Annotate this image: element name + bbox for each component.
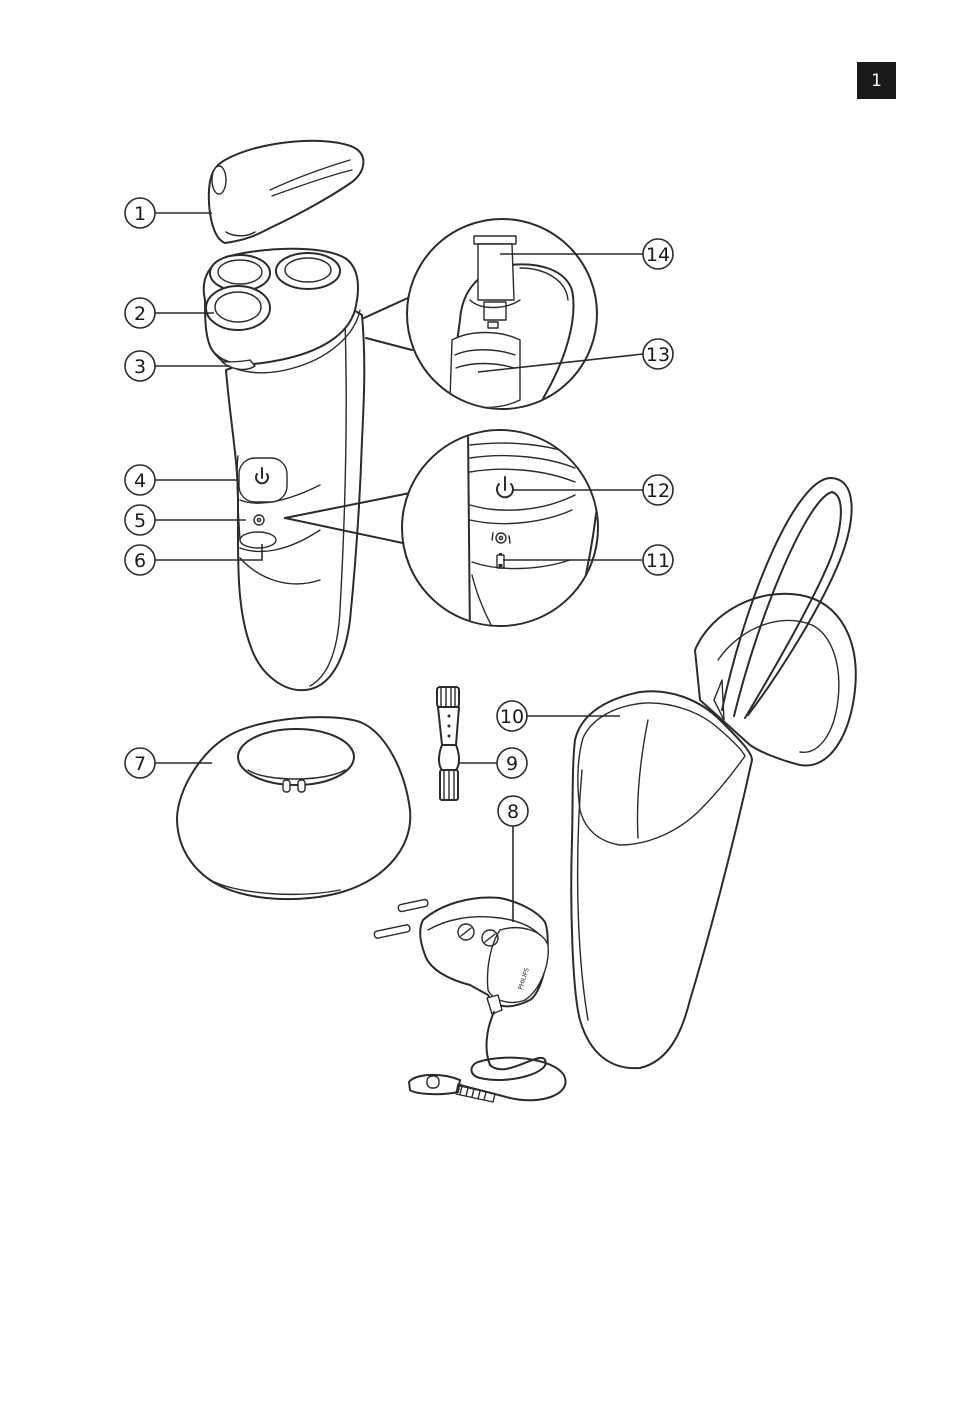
callout-10: 10 <box>497 701 527 731</box>
callout-8: 8 <box>498 796 528 826</box>
callout-12: 12 <box>643 475 673 505</box>
power-adapter: PHILIPS <box>374 897 566 1102</box>
callout-2: 2 <box>125 298 155 328</box>
callout-label: 13 <box>646 344 670 366</box>
callout-label: 4 <box>134 470 146 492</box>
callout-3: 3 <box>125 351 155 381</box>
callout-label: 5 <box>134 510 146 532</box>
callout-7: 7 <box>125 748 155 778</box>
callout-label: 9 <box>506 753 518 775</box>
callout-4: 4 <box>125 465 155 495</box>
cleaning-brush <box>437 687 459 800</box>
callout-label: 12 <box>646 480 670 502</box>
callout-label: 2 <box>134 303 146 325</box>
zoom-control-panel-detail <box>402 430 600 640</box>
callout-label: 3 <box>134 356 146 378</box>
callout-label: 7 <box>134 753 146 775</box>
callout-label: 8 <box>507 801 519 823</box>
callout-6: 6 <box>125 545 155 575</box>
callout-5: 5 <box>125 505 155 535</box>
callout-label: 11 <box>646 550 670 572</box>
callout-label: 6 <box>134 550 146 572</box>
zoom-trimmer-detail <box>407 219 597 430</box>
travel-pouch <box>571 478 855 1068</box>
callout-label: 1 <box>134 203 146 225</box>
callout-13: 13 <box>643 339 673 369</box>
callout-label: 10 <box>500 706 524 728</box>
callout-label: 14 <box>646 244 670 266</box>
charging-stand <box>177 717 410 899</box>
callout-11: 11 <box>643 545 673 575</box>
protection-cap <box>209 141 364 243</box>
callout-9: 9 <box>497 748 527 778</box>
callout-14: 14 <box>643 239 673 269</box>
callout-1: 1 <box>125 198 155 228</box>
